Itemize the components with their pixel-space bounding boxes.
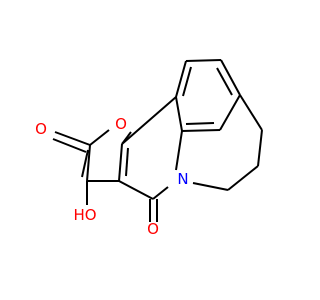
amide-carbonyl — [149, 199, 158, 222]
saturated-ring — [192, 94, 263, 191]
bond-ch2-1 — [239, 94, 263, 131]
amide-oxygen-label: O — [147, 220, 159, 238]
bond-ch-double — [81, 149, 89, 178]
hydroxyl-label: HO — [73, 206, 96, 224]
bond-c-c-pyr1 — [86, 144, 91, 182]
bond-benzene-1-inner — [182, 66, 192, 97]
molecule-structure: O O N O HO — [35, 59, 263, 238]
central-ring — [118, 96, 183, 200]
lactone-oxygen-label: O — [35, 120, 47, 138]
bond-o-c2 — [89, 129, 110, 146]
bond-n-carbonyl — [152, 186, 169, 200]
bond-ch2-2 — [257, 129, 263, 167]
lactone-carbonyl — [52, 131, 91, 153]
bond-benzene-2 — [185, 59, 222, 62]
bond-ch2-n — [192, 182, 229, 191]
bond-c-c-fused-inner — [125, 147, 129, 177]
bond-lactone-co-b — [52, 138, 87, 153]
bond-c-n — [175, 130, 183, 171]
bond-benzene-3-inner — [216, 67, 233, 96]
bond-o-c — [121, 131, 132, 145]
nitrogen-label: N — [177, 170, 188, 188]
bond-benzene-4 — [219, 94, 241, 131]
bond-benzene-1 — [175, 60, 187, 98]
pyranone-ring — [81, 129, 132, 182]
bond-ch2-3 — [227, 165, 259, 191]
bond-benzene-5 — [181, 129, 221, 132]
benzene-ring — [175, 59, 241, 132]
bond-c-c-fused — [118, 143, 123, 182]
bond-benzene-3 — [220, 59, 241, 96]
bond-carbonyl-c — [118, 180, 154, 200]
bond-lactone-co-a — [54, 131, 91, 146]
bond-fused-benzene — [121, 96, 177, 145]
bond-benzene-5-inner — [185, 122, 215, 125]
ring-oxygen-label: O — [115, 115, 127, 133]
bond-benzene-6 — [175, 96, 183, 132]
